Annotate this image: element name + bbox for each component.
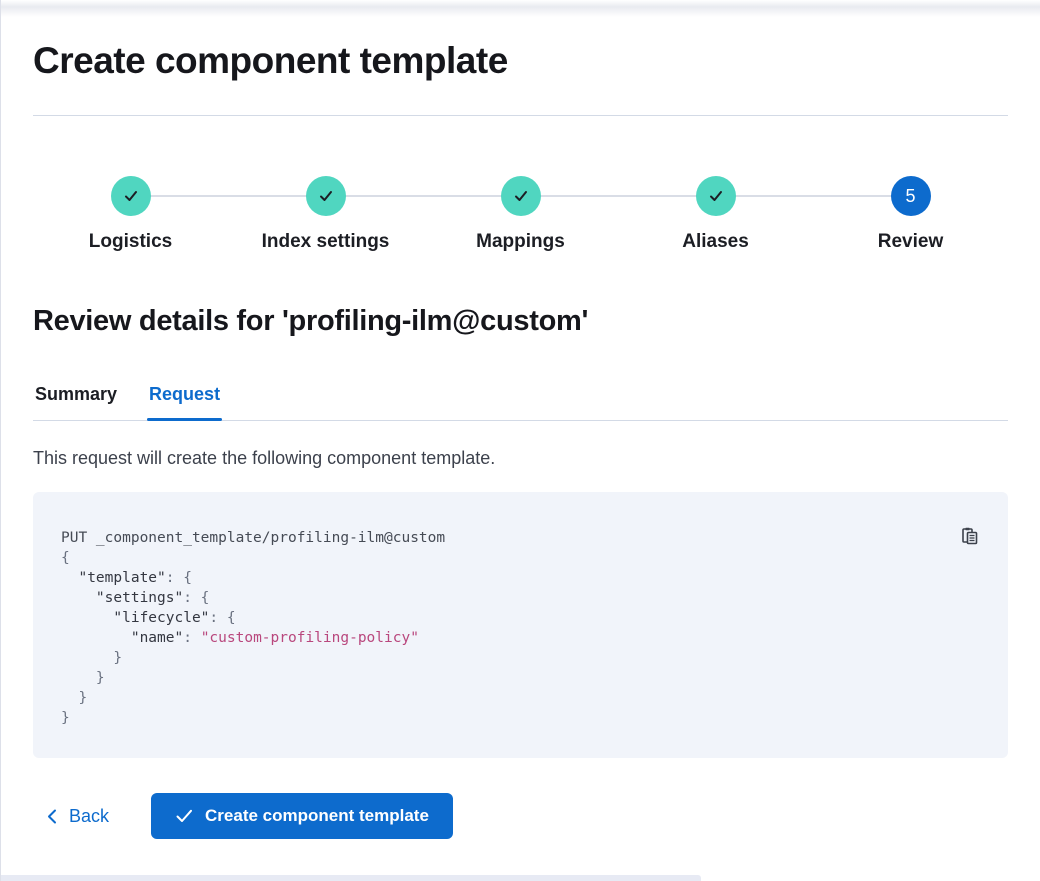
step-label: Logistics (88, 231, 173, 252)
create-component-template-page: Create component template Logistics Index… (1, 0, 1040, 839)
review-heading: Review details for 'profiling-ilm@custom… (33, 305, 589, 337)
check-icon (514, 191, 527, 201)
step-complete-circle (500, 176, 541, 216)
tab-request[interactable]: Request (147, 384, 223, 421)
page-title: Create component template (33, 40, 508, 81)
step-label: Aliases (682, 231, 749, 252)
step-complete-circle (110, 176, 151, 216)
request-description: This request will create the following c… (33, 448, 496, 468)
back-button[interactable]: Back (33, 798, 121, 835)
step-current-circle: 5 (890, 176, 931, 216)
step-index-settings[interactable]: Index settings (228, 176, 423, 253)
step-label: Review (877, 231, 944, 252)
request-code-block: PUT _component_template/profiling-ilm@cu… (33, 492, 1008, 758)
footer-actions: Back Create component template (33, 793, 1008, 839)
back-button-label: Back (69, 805, 110, 826)
step-aliases[interactable]: Aliases (618, 176, 813, 253)
chevron-left-icon (48, 809, 56, 823)
bottom-panel-edge (1, 875, 701, 881)
tab-bar: Summary Request (33, 384, 1008, 421)
step-complete-circle (305, 176, 346, 216)
step-complete-circle (695, 176, 736, 216)
code-content: PUT _component_template/profiling-ilm@cu… (61, 530, 446, 726)
step-label: Index settings (261, 231, 390, 252)
check-icon (176, 809, 193, 822)
check-icon (709, 191, 722, 201)
copy-clipboard-icon (962, 527, 978, 545)
create-component-template-button[interactable]: Create component template (151, 793, 453, 839)
step-label: Mappings (476, 231, 565, 252)
copy-button[interactable] (958, 524, 982, 551)
check-icon (124, 191, 137, 201)
create-button-label: Create component template (205, 806, 429, 825)
header-divider (33, 115, 1008, 116)
step-mappings[interactable]: Mappings (423, 176, 618, 253)
step-logistics[interactable]: Logistics (33, 176, 228, 253)
tab-summary[interactable]: Summary (33, 384, 119, 420)
check-icon (319, 191, 332, 201)
